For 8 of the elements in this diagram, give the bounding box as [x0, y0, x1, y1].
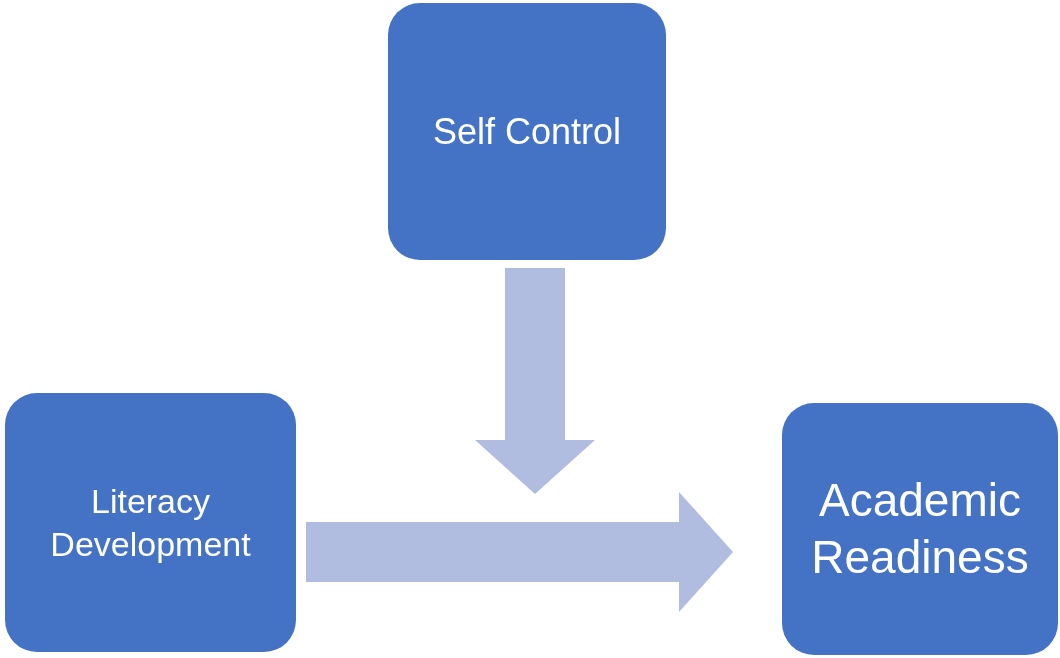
- rounded-box: [782, 403, 1058, 655]
- node-label: Self Control: [432, 110, 622, 154]
- node-label: Academic Readiness: [810, 472, 1030, 585]
- rounded-box: [5, 393, 296, 652]
- block-arrow: [306, 492, 733, 612]
- node-label: Literacy Development: [49, 481, 252, 565]
- rounded-box: [388, 3, 666, 260]
- block-arrow: [475, 268, 595, 494]
